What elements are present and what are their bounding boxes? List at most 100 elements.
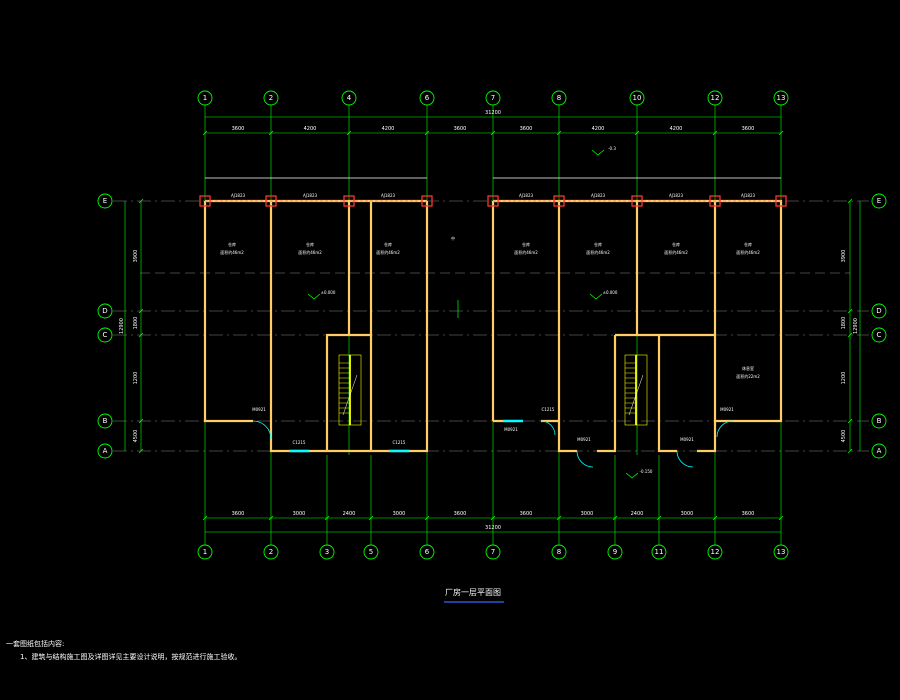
dim-tick (778, 515, 784, 521)
window-tag: AJ1823 (669, 193, 684, 198)
grid-bubble (551, 90, 567, 106)
door-tag: M0921 (252, 407, 266, 412)
door-tag: C1215 (542, 407, 555, 412)
center-mark: 中 (451, 235, 455, 241)
grid-bubble (197, 544, 213, 560)
room-label: 仓库 (306, 241, 314, 247)
room-sublabel: 面积约46m2 (736, 249, 760, 255)
door-tag: C1215 (393, 440, 406, 445)
window-tag: AJ1823 (303, 193, 318, 198)
dim-tick (138, 332, 144, 338)
dim-tick (424, 130, 430, 136)
dim-label: 3600 (742, 511, 755, 517)
wall-block-right (491, 199, 783, 453)
elevation-label: ±0.000 (603, 290, 618, 295)
dim-label: 2400 (631, 511, 644, 517)
dim-tick (712, 515, 718, 521)
grid-bubble-label: C (877, 331, 882, 339)
dim-tick (490, 515, 496, 521)
dim-label: 3600 (520, 511, 533, 517)
grid-bubble-label: C (103, 331, 108, 339)
dim-label: 1200 (841, 372, 847, 385)
grid-bubble (871, 303, 887, 319)
grid-bubble-label: 9 (613, 548, 617, 556)
door-swing (540, 420, 556, 436)
grid-bubble (263, 90, 279, 106)
door-tag: C1215 (293, 440, 306, 445)
grid-bubble (485, 544, 501, 560)
dim-label: 3600 (520, 126, 533, 132)
column (553, 195, 565, 207)
dim-total-label: 12900 (119, 318, 125, 334)
room-sublabel: 面积约22m2 (736, 373, 760, 379)
grid-bubble (607, 544, 623, 560)
dim-tick (556, 130, 562, 136)
door-swing (676, 450, 694, 468)
grid-bubble-label: 10 (633, 94, 642, 102)
grid-bubble-label: E (877, 197, 881, 205)
door-tag: M0921 (577, 437, 591, 442)
grid-bubble (629, 90, 645, 106)
dim-tick (346, 130, 352, 136)
dim-tick (202, 130, 208, 136)
door-tag: M0921 (680, 437, 694, 442)
column (265, 195, 277, 207)
dim-tick (847, 448, 853, 454)
room-label: 仓库 (228, 241, 236, 247)
room-sublabel: 面积约46m2 (298, 249, 322, 255)
column (487, 195, 499, 207)
grid-bubble-label: 12 (711, 548, 720, 556)
grid-bubble-label: 12 (711, 94, 720, 102)
dim-label: 2400 (343, 511, 356, 517)
dim-label: 3600 (454, 126, 467, 132)
dim-tick (268, 515, 274, 521)
grid-bubble-label: B (103, 417, 108, 425)
grid-bubble-label: 4 (347, 94, 352, 102)
dim-label: 4200 (304, 126, 317, 132)
dim-tick (138, 418, 144, 424)
grid-bubble (419, 90, 435, 106)
dim-label: 4500 (133, 430, 139, 443)
grid-bubble-label: 6 (425, 548, 430, 556)
window-tag: AJ1823 (519, 193, 534, 198)
room-sublabel: 面积约46m2 (514, 249, 538, 255)
grid-bubble (97, 443, 113, 459)
grid-bubble-label: 1 (203, 548, 207, 556)
grid-bubble (773, 544, 789, 560)
dim-total-label: 31200 (485, 110, 501, 116)
grid-bubble (871, 193, 887, 209)
dim-tick (778, 130, 784, 136)
dim-tick (138, 448, 144, 454)
grid-bubble (197, 90, 213, 106)
dim-tick (556, 515, 562, 521)
grid-bubble (263, 544, 279, 560)
dim-label: 1500 (839, 0, 852, 2)
grid-bubble-label: A (877, 447, 882, 455)
stair-arrow (628, 374, 644, 416)
columns (199, 195, 787, 207)
grid-bubble-label: 3 (325, 548, 329, 556)
column (199, 195, 211, 207)
grid-bubble-label: 7 (491, 94, 495, 102)
stairs (338, 354, 648, 426)
dim-tick (490, 130, 496, 136)
dim-label: 4200 (382, 126, 395, 132)
room-sublabel: 面积约46m2 (664, 249, 688, 255)
grid-bubble-label: B (877, 417, 882, 425)
dim-label: 3000 (393, 511, 406, 517)
dim-total-label: 12900 (853, 318, 859, 334)
dim-label: 4200 (592, 126, 605, 132)
grid-bubble (707, 544, 723, 560)
grid-bubble-label: 2 (269, 94, 273, 102)
dim-total-label: 31200 (485, 525, 501, 531)
grid-bubble-label: 2 (269, 548, 273, 556)
grid-bubble (97, 413, 113, 429)
grid-bubble (319, 544, 335, 560)
column (421, 195, 433, 207)
grid-bubble (97, 327, 113, 343)
elevation-label: ±0.000 (321, 290, 336, 295)
grid-lines (113, 105, 869, 545)
